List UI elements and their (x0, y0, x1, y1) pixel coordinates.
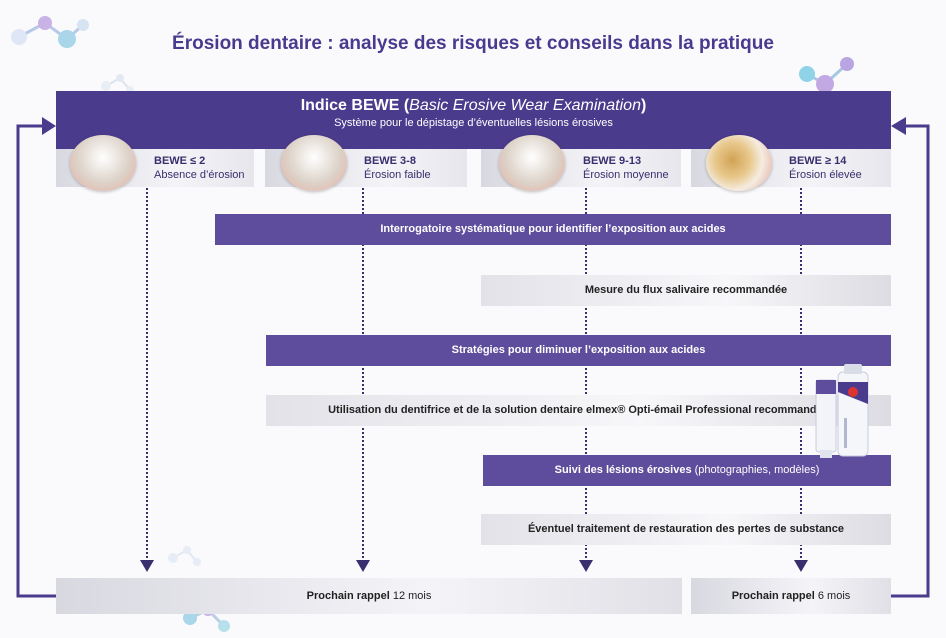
connector-line (585, 188, 587, 558)
page-title: Érosion dentaire : analyse des risques e… (172, 33, 774, 54)
product-image (815, 364, 869, 458)
molecule-icon (168, 546, 201, 566)
tooth-icon (499, 135, 565, 191)
connector-line (146, 188, 148, 558)
step-strategies: Stratégies pour diminuer l’exposition au… (266, 335, 891, 366)
header-title: Indice BEWE (Basic Erosive Wear Examinat… (300, 97, 647, 114)
step-flux-salivaire: Mesure du flux salivaire recommandée (481, 275, 891, 306)
tooth-icon (70, 135, 136, 191)
tooth-icon (706, 135, 772, 191)
step-dentifrice: Utilisation du dentifrice et de la solut… (266, 395, 891, 426)
arrow-down-icon (140, 560, 154, 572)
connector-line (362, 188, 364, 558)
arrow-down-icon (579, 560, 593, 572)
tooth-icon (281, 135, 347, 191)
header-subtitle: Système pour le dépistage d’éventuelles … (334, 117, 613, 129)
step-suivi: Suivi des lésions érosives (photographie… (483, 455, 891, 486)
molecule-icon (11, 16, 89, 48)
connector-line (800, 188, 802, 558)
recall-6-mois: Prochain rappel 6 mois (691, 578, 891, 614)
arrow-down-icon (356, 560, 370, 572)
recall-12-mois: Prochain rappel 12 mois (56, 578, 682, 614)
bewe-header: Indice BEWE (Basic Erosive Wear Examinat… (56, 91, 891, 149)
arrow-down-icon (794, 560, 808, 572)
step-interrogatoire: Interrogatoire systématique pour identif… (215, 214, 891, 245)
step-restauration: Éventuel traitement de restauration des … (481, 514, 891, 545)
